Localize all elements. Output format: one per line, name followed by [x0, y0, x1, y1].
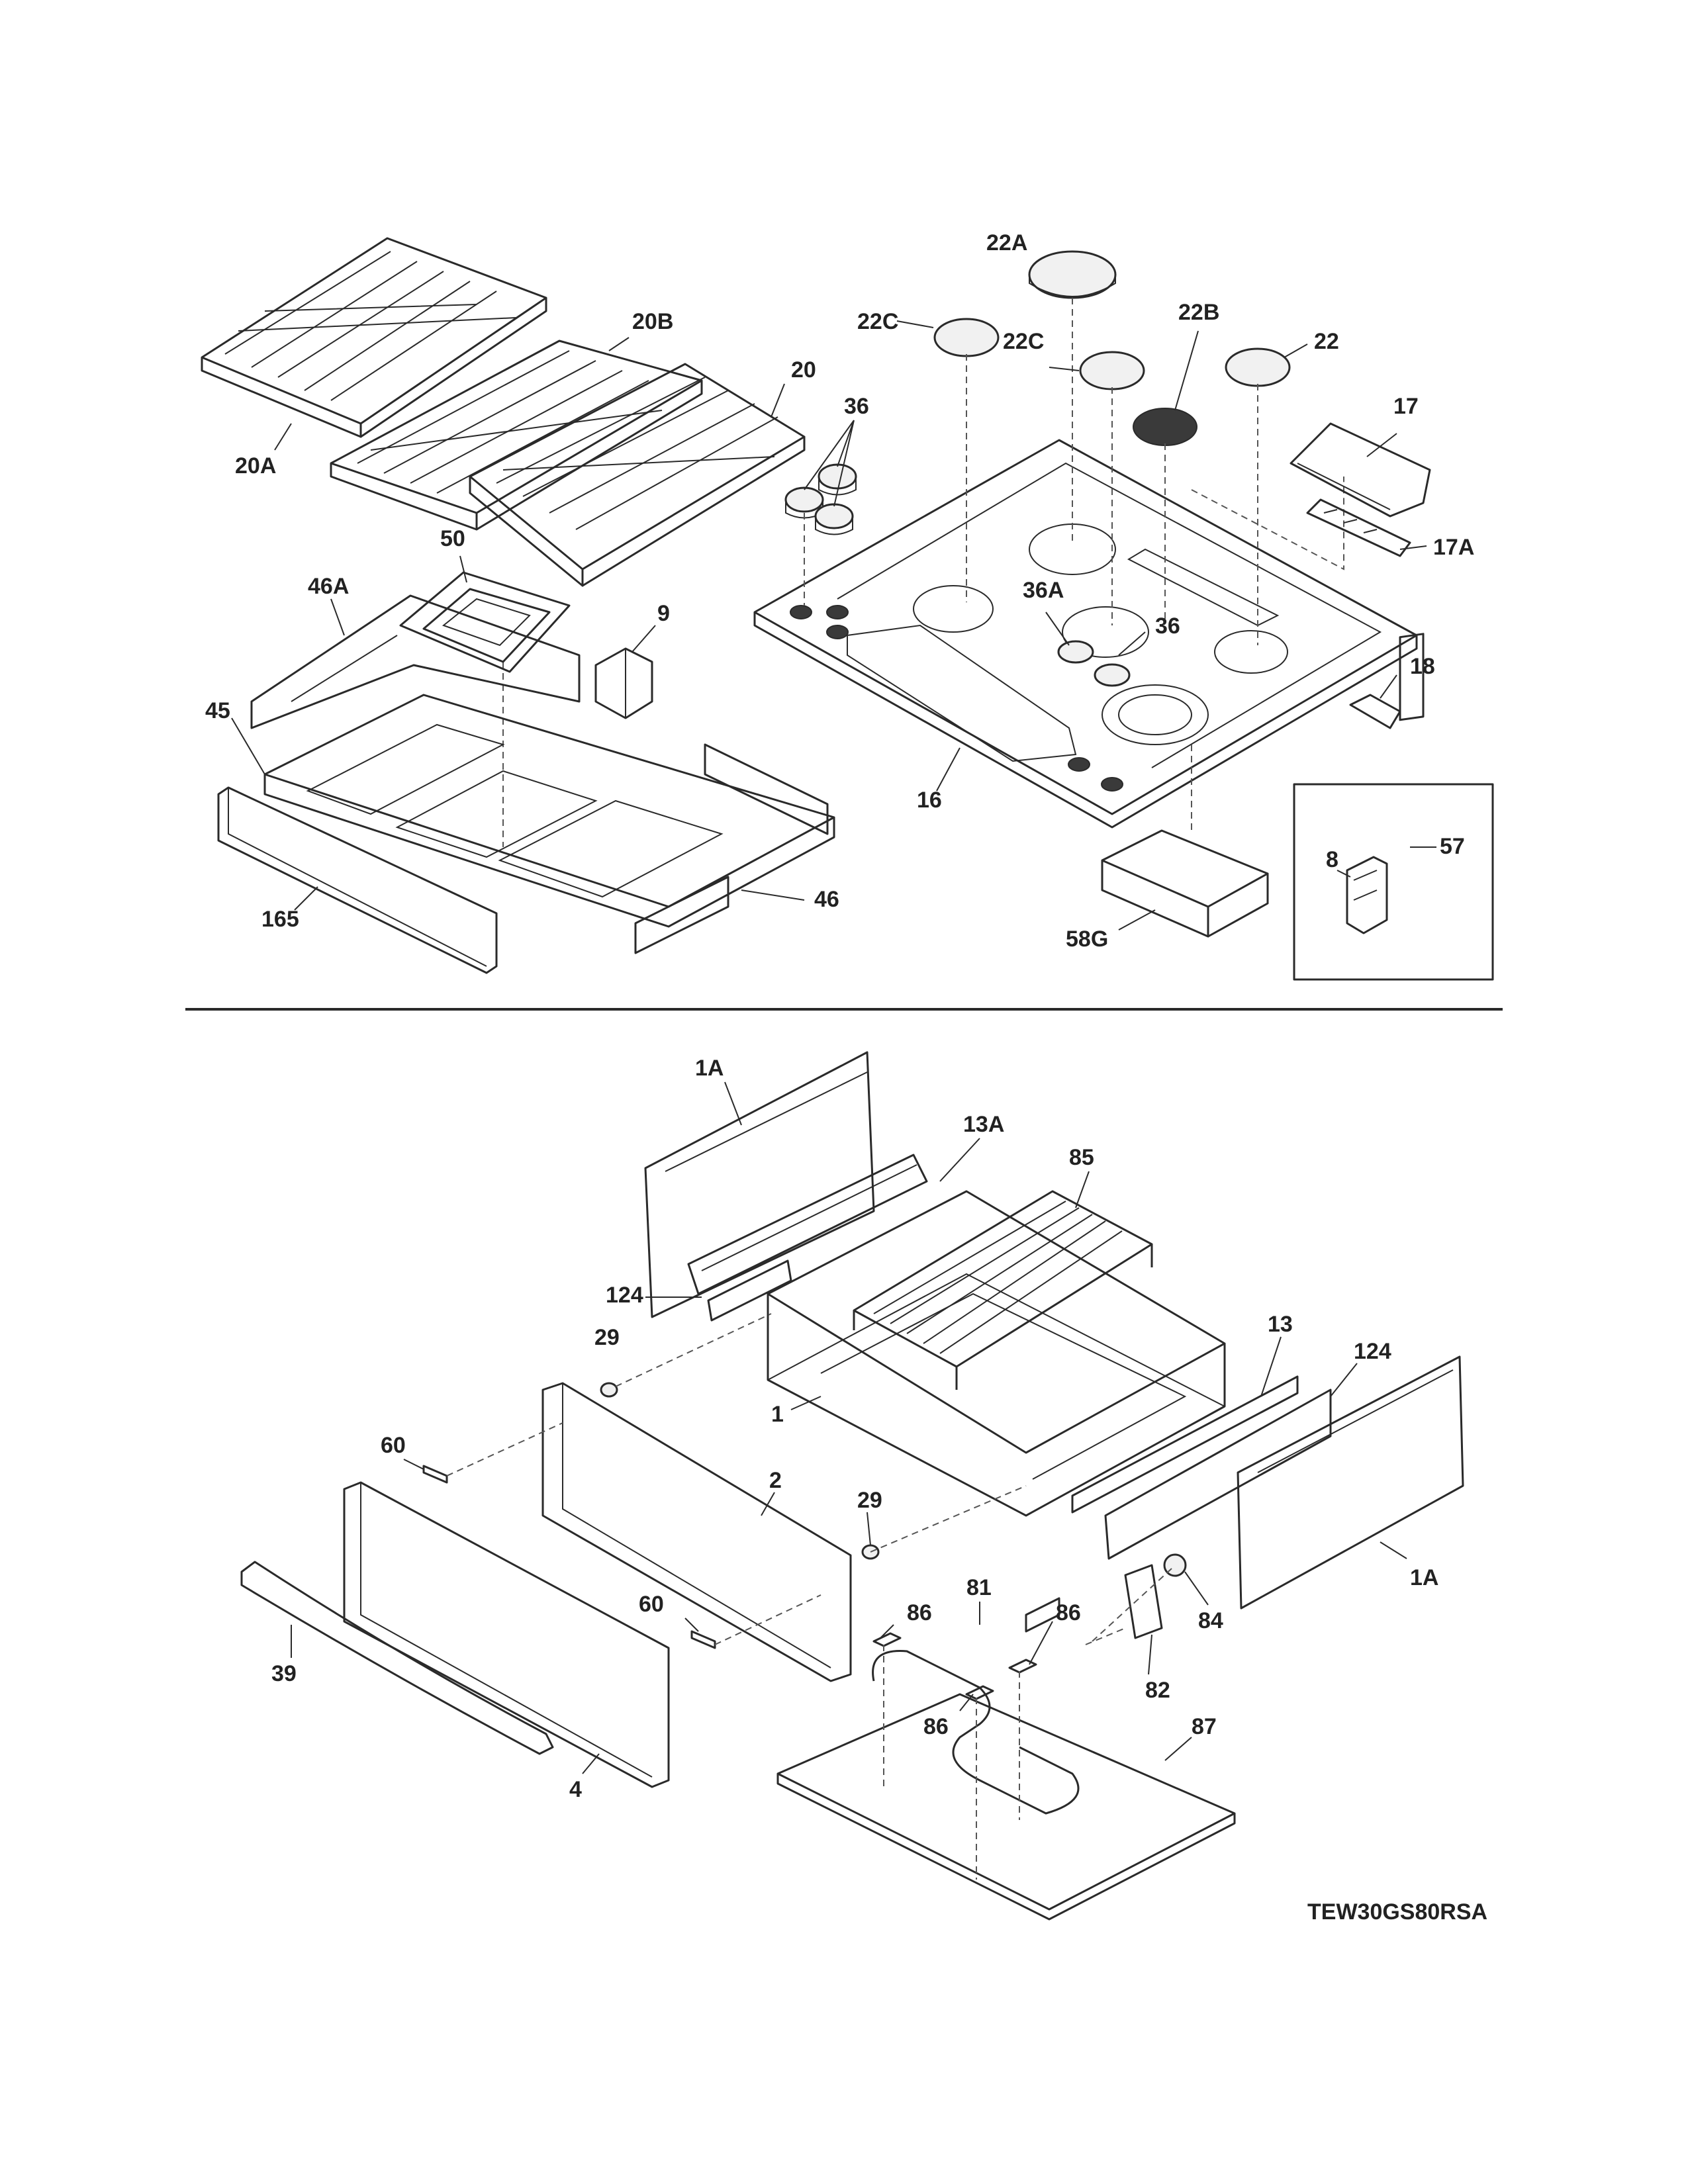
- callout-2: 2: [769, 1468, 782, 1493]
- knobs-36: [784, 463, 857, 535]
- slide-rail-13a: [687, 1154, 928, 1295]
- callout-82: 82: [1145, 1678, 1170, 1703]
- callout-86: 86: [923, 1714, 949, 1739]
- callout-124: 124: [606, 1283, 643, 1308]
- grate-20a: [201, 237, 547, 438]
- slide-rail-13: [1071, 1375, 1299, 1514]
- drawer-body-1: [767, 1190, 1226, 1517]
- callout-13a: 13A: [963, 1112, 1004, 1137]
- callout-13: 13: [1268, 1312, 1293, 1337]
- callout-81: 81: [966, 1575, 992, 1600]
- bracket-9: [594, 647, 653, 719]
- inset-box-igniter: [1293, 633, 1494, 981]
- bracket-46a: [250, 594, 581, 729]
- callout-60: 60: [639, 1592, 664, 1617]
- callout-4: 4: [569, 1777, 582, 1802]
- bottom-panel-87: [776, 1693, 1236, 1921]
- vent-grille-17a: [1306, 498, 1411, 557]
- callout-1a: 1A: [695, 1056, 724, 1081]
- vent-cover-50: [399, 571, 571, 673]
- alignment-lines-lower: [446, 1313, 1172, 1880]
- alignment-lines-upper: [502, 298, 1344, 847]
- callout-58g: 58G: [1066, 927, 1108, 952]
- side-panel-1a-right: [1237, 1355, 1464, 1610]
- side-bracket-46: [634, 743, 829, 954]
- callout-45: 45: [205, 698, 230, 723]
- fasteners: [422, 1382, 880, 1649]
- callout-84: 84: [1198, 1608, 1223, 1633]
- slide-124-right: [1104, 1388, 1332, 1560]
- front-frame-2: [541, 1382, 852, 1682]
- callout-165: 165: [261, 907, 299, 932]
- callout-46: 46: [814, 887, 839, 912]
- model-number: TEW30GS80RSA: [1307, 1899, 1487, 1925]
- callout-1a: 1A: [1410, 1565, 1438, 1590]
- callout-57: 57: [1440, 834, 1465, 859]
- bracket-82: [1124, 1564, 1163, 1639]
- handle-39: [240, 1561, 554, 1755]
- callout-20b: 20B: [632, 309, 673, 334]
- callout-85: 85: [1069, 1145, 1094, 1170]
- callout-50: 50: [440, 526, 465, 551]
- callout-1: 1: [771, 1402, 784, 1427]
- callout-22c: 22C: [1003, 329, 1044, 354]
- grate-20b: [330, 340, 703, 531]
- callout-22c: 22C: [857, 309, 898, 334]
- callout-20: 20: [791, 357, 816, 383]
- callout-22b: 22B: [1178, 300, 1219, 325]
- callout-36a: 36A: [1023, 578, 1064, 603]
- slide-124-left: [707, 1259, 792, 1322]
- callout-36: 36: [844, 394, 869, 419]
- door-panel-4: [343, 1481, 670, 1788]
- bracket-18: [1349, 694, 1401, 729]
- cooktop-16: [753, 439, 1418, 829]
- callout-labels: 22A 22C 22C 22B 22 20B 20 20A 36 17 17A …: [205, 230, 1487, 1925]
- callout-29: 29: [857, 1488, 882, 1513]
- callout-16: 16: [917, 788, 942, 813]
- callout-39: 39: [271, 1661, 297, 1686]
- vent-trim-17: [1289, 422, 1431, 518]
- wire-rack-85: [853, 1190, 1153, 1390]
- callout-60: 60: [381, 1433, 406, 1458]
- front-rail-165: [217, 786, 498, 974]
- callout-17a: 17A: [1433, 535, 1474, 560]
- callout-86: 86: [907, 1600, 932, 1625]
- grate-20: [469, 363, 806, 587]
- burner-box-45: [263, 694, 835, 928]
- callout-22: 22: [1314, 329, 1339, 354]
- callout-9: 9: [657, 601, 670, 626]
- side-panel-1a-left: [644, 1051, 875, 1318]
- callout-20a: 20A: [235, 453, 276, 478]
- callout-22a: 22A: [986, 230, 1027, 255]
- heating-element-81: [872, 1597, 1080, 1815]
- insulation-block-58g: [1101, 829, 1269, 938]
- callout-29: 29: [594, 1325, 620, 1350]
- callout-36: 36: [1155, 614, 1180, 639]
- burner-caps: [933, 250, 1291, 446]
- callout-46a: 46A: [308, 574, 349, 599]
- callout-8: 8: [1326, 847, 1338, 872]
- callout-87: 87: [1192, 1714, 1217, 1739]
- callout-17: 17: [1393, 394, 1419, 419]
- callout-18: 18: [1410, 654, 1435, 679]
- leader-lines: [231, 320, 1436, 1774]
- callout-124: 124: [1354, 1339, 1391, 1364]
- callout-86: 86: [1056, 1600, 1081, 1625]
